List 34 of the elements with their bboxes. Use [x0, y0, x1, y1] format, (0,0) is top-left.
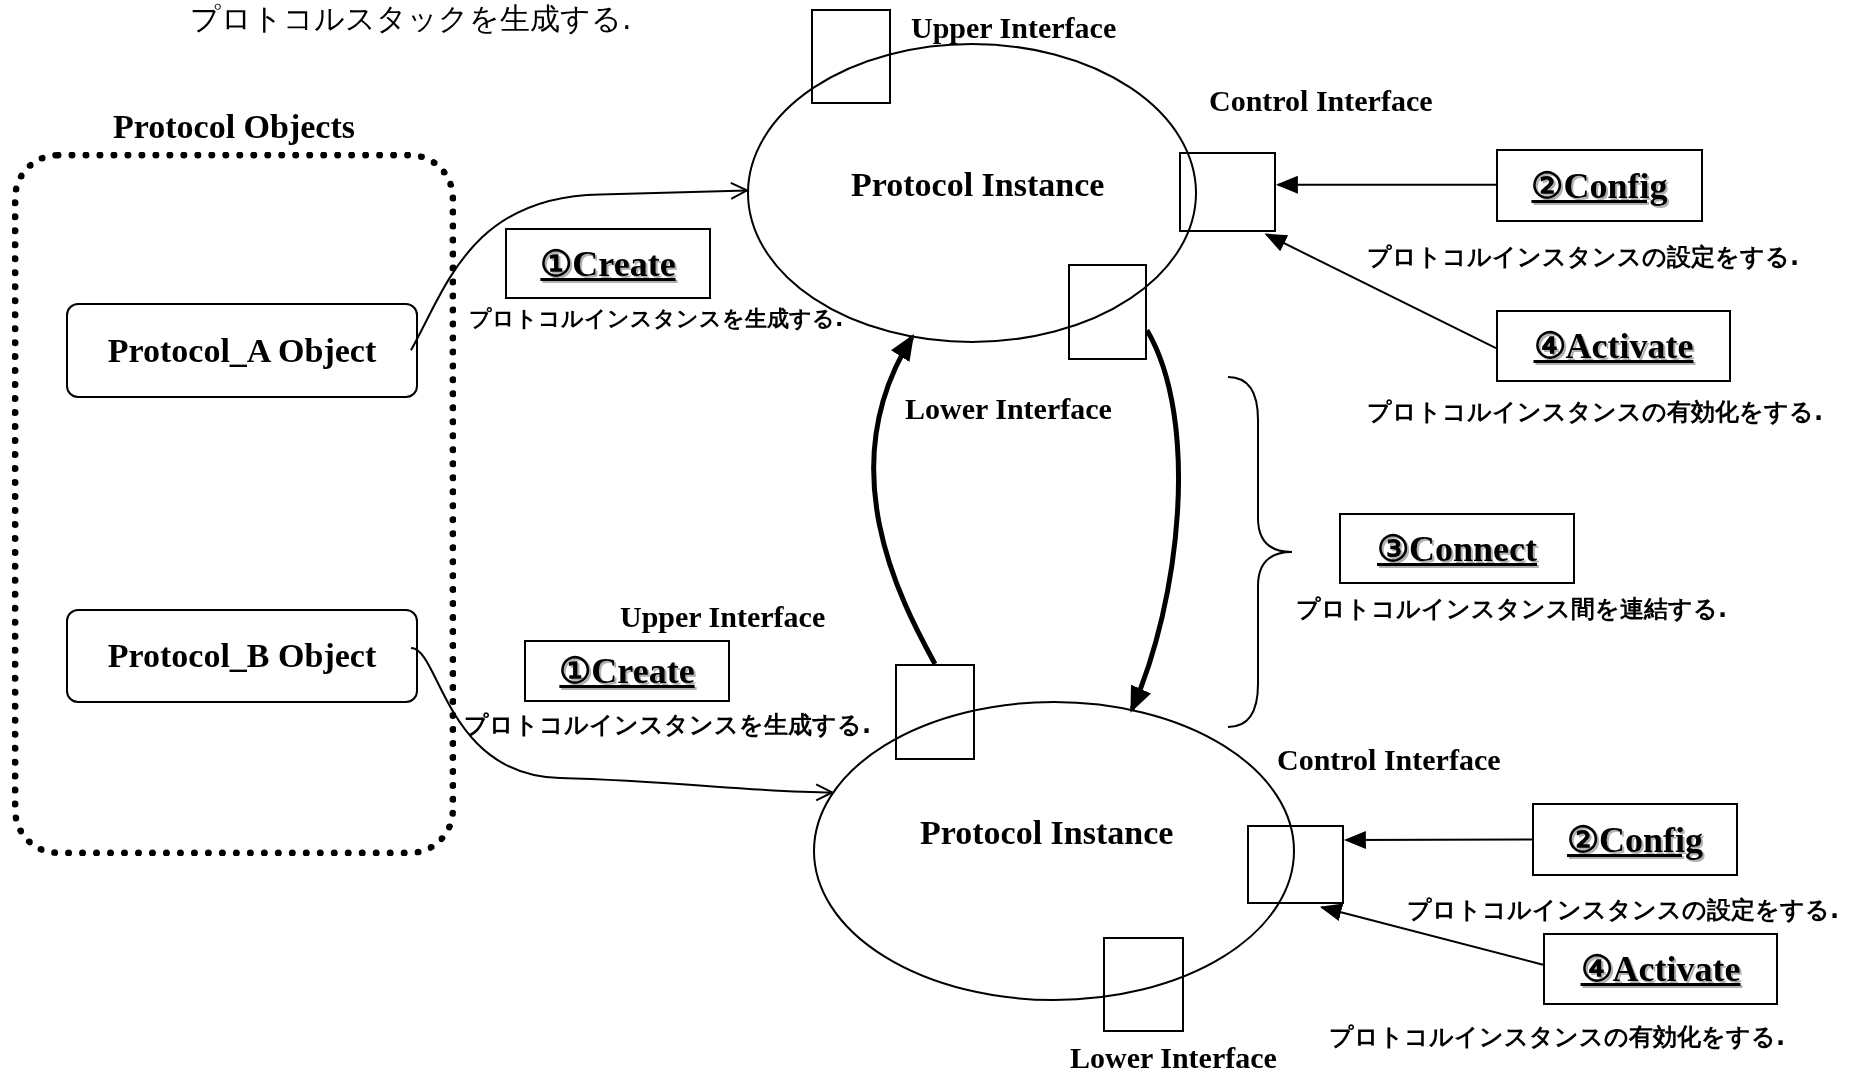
object-box: Protocol_A Object	[66, 303, 418, 398]
arrow	[1264, 233, 1497, 350]
step-title: ④Activate	[1580, 948, 1741, 990]
interface-label: Upper Interface	[911, 11, 1117, 45]
arrow	[871, 334, 938, 666]
interface-label: Lower Interface	[905, 392, 1112, 426]
step-title: ①Create	[540, 242, 676, 285]
step-title: ④Activate	[1533, 325, 1694, 367]
step-note: プロトコルインスタンス間を連結する.	[1296, 594, 1728, 624]
interface-label: Lower Interface	[1070, 1041, 1277, 1075]
step-title: ③Connect	[1377, 527, 1537, 570]
arrow	[1319, 903, 1544, 966]
arrow	[410, 181, 748, 352]
step-note: プロトコルインスタンスを生成する.	[469, 305, 844, 333]
step-title: ①Create	[559, 650, 695, 692]
step-note: プロトコルインスタンスの設定をする.	[1407, 895, 1840, 925]
interface-label: Control Interface	[1209, 84, 1433, 118]
step-title: ②Config	[1531, 164, 1668, 207]
step-title: ②Config	[1567, 818, 1703, 861]
object-box: Protocol_B Object	[66, 609, 418, 703]
instance-label: Protocol Instance	[851, 165, 1105, 205]
interface-label: Control Interface	[1277, 743, 1501, 777]
arrow	[1343, 830, 1533, 849]
step-note: プロトコルインスタンスの有効化をする.	[1367, 397, 1824, 427]
caption-text: プロトコルスタックを生成する.	[190, 2, 632, 36]
arrow	[1129, 329, 1181, 713]
instance-label: Protocol Instance	[920, 813, 1174, 853]
step-note: プロトコルインスタンスを生成する.	[464, 710, 872, 740]
step-note: プロトコルインスタンスの有効化をする.	[1329, 1022, 1786, 1052]
step-note: プロトコルインスタンスの設定をする.	[1367, 242, 1800, 272]
group-heading: Protocol Objects	[112, 107, 356, 147]
interface-label: Upper Interface	[620, 600, 826, 634]
arrow	[1275, 175, 1497, 194]
arrow	[410, 647, 834, 802]
